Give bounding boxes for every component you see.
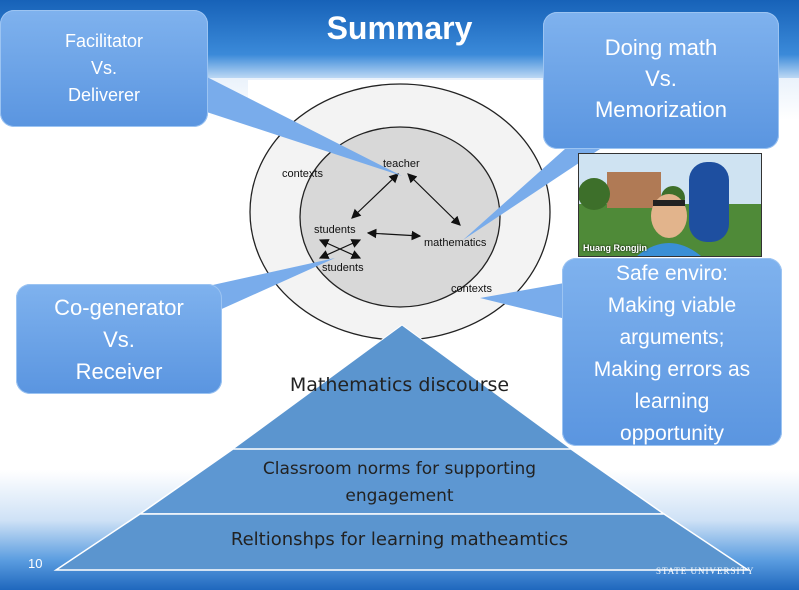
callout-safe-enviro-line1: Safe enviro: (615, 262, 729, 285)
arrow-teacher-students (351, 173, 399, 219)
pointer-doing-math (463, 140, 600, 240)
callout-doing-math-line2: Vs. (645, 66, 677, 91)
callout-facilitator: Facilitator Vs. Deliverer (0, 10, 208, 127)
label-students-top: students (314, 224, 356, 236)
university-footer: STATE UNIVERSITY (656, 566, 755, 576)
callout-cogenerator: Co-generator Vs. Receiver (16, 284, 222, 394)
pointer-facilitator (170, 76, 402, 176)
callout-safe-enviro-line5: learning (634, 390, 710, 413)
inner-context-ellipse (299, 126, 501, 308)
pyramid-middle-line1: Classroom norms for supporting (262, 459, 537, 479)
pointer-safe-enviro (480, 282, 570, 320)
slide-title: Summary (326, 10, 473, 46)
callout-cogenerator-line2: Vs. (103, 327, 135, 352)
callout-safe-enviro-line3: arguments; (619, 326, 725, 349)
slide-number: 10 (28, 556, 43, 571)
video-scene (579, 154, 761, 256)
callout-safe-enviro-line4: Making errors as (593, 358, 751, 381)
label-outer-contexts: contexts (282, 168, 323, 180)
callout-facilitator-line3: Deliverer (67, 85, 141, 105)
callout-facilitator-line1: Facilitator (64, 31, 144, 51)
arrow-cross-2 (318, 239, 362, 259)
pyramid-top-label: Mathematics discourse (289, 374, 510, 396)
callout-cogenerator-line1: Co-generator (54, 295, 184, 320)
participant-name: Huang Rongjin (583, 243, 647, 253)
pyramid-bottom-tier (53, 513, 751, 571)
callout-doing-math: Doing math Vs. Memorization (543, 12, 779, 149)
callout-doing-math-line1: Doing math (604, 35, 718, 60)
callout-safe-enviro-line2: Making viable (607, 294, 737, 317)
callout-doing-math-line3: Memorization (594, 97, 728, 122)
pyramid-middle-label: Classroom norms for supporting engagemen… (0, 456, 799, 510)
callout-cogenerator-line3: Receiver (75, 359, 163, 384)
label-inner-contexts: contexts (451, 283, 492, 295)
label-teacher: teacher (383, 158, 420, 170)
label-mathematics: mathematics (424, 237, 487, 249)
arrow-teacher-mathematics (407, 173, 461, 226)
pyramid-bottom-label: Reltionshps for learning matheamtics (230, 529, 569, 550)
callout-facilitator-line2: Vs. (90, 58, 117, 78)
pyramid-middle-line2: engagement (345, 486, 454, 506)
callout-safe-enviro: Safe enviro: Making viable arguments; Ma… (562, 258, 782, 446)
callout-safe-enviro-line6: opportunity (620, 422, 724, 445)
arrow-students-mathematics (366, 228, 422, 241)
pointer-cogenerator (190, 258, 335, 312)
participant-video[interactable]: Huang Rongjin (578, 153, 762, 257)
label-students-bottom: students (322, 262, 364, 274)
